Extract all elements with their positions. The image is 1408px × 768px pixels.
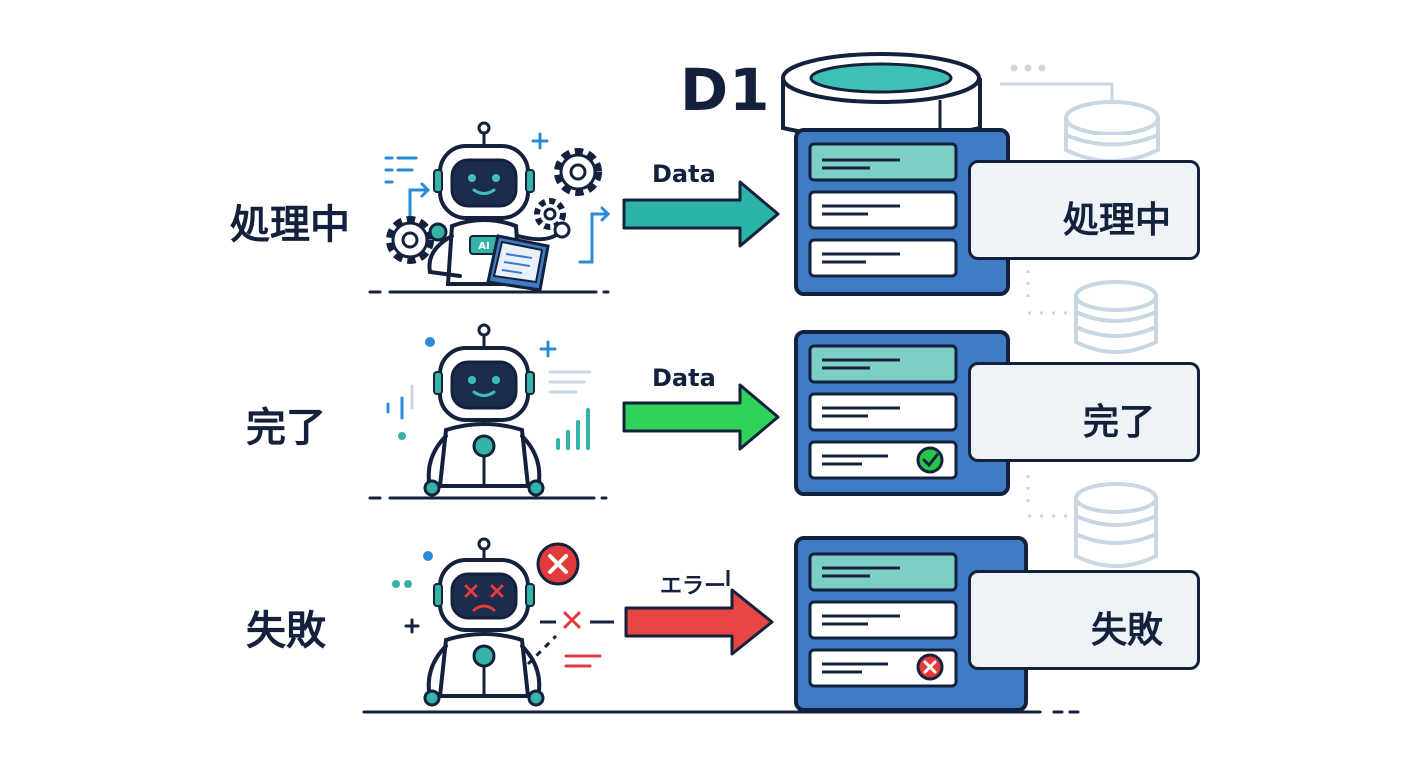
robot-working: AI xyxy=(384,121,611,292)
arrow-completed xyxy=(622,383,780,451)
document-tablet-icon xyxy=(486,234,550,292)
row-label-completed: 完了 xyxy=(246,405,326,451)
d1-database-cylinder xyxy=(781,52,982,141)
status-card-failed: 失敗 xyxy=(968,570,1200,670)
arrow-label-completed: Data xyxy=(652,364,716,392)
ghost-db-connectors xyxy=(1000,82,1114,518)
ghost-database-icon xyxy=(1074,482,1158,568)
ghost-db-dots xyxy=(1010,64,1046,72)
error-x-badge-icon xyxy=(536,542,580,586)
database-title: D1 xyxy=(680,56,771,124)
status-text-failed: 失敗 xyxy=(1091,610,1164,651)
ground-lines xyxy=(362,290,1080,714)
ghost-database-icon xyxy=(1064,100,1160,163)
arrow-label-processing: Data xyxy=(652,160,716,188)
status-text-completed: 完了 xyxy=(1083,402,1156,443)
ghost-database-icon xyxy=(1074,280,1158,354)
gear-icon xyxy=(534,198,566,230)
arrow-processing xyxy=(622,180,780,248)
arrow-label-failed: エラー xyxy=(660,574,727,599)
db-panel-processing xyxy=(794,128,1010,296)
status-card-completed: 完了 xyxy=(968,362,1200,462)
gear-icon xyxy=(554,148,602,196)
broken-connection-line xyxy=(526,610,614,666)
x-icon xyxy=(916,653,944,681)
svg-text:AI: AI xyxy=(478,241,489,252)
row-label-failed: 失敗 xyxy=(246,608,326,654)
row-label-processing: 処理中 xyxy=(230,202,350,248)
status-card-processing: 処理中 xyxy=(968,160,1200,260)
robot-error xyxy=(392,537,602,707)
check-icon xyxy=(916,446,944,474)
gear-icon xyxy=(386,216,434,264)
status-text-processing: 処理中 xyxy=(1063,200,1172,241)
robot-happy xyxy=(386,323,592,497)
arrow-failed xyxy=(624,570,774,656)
